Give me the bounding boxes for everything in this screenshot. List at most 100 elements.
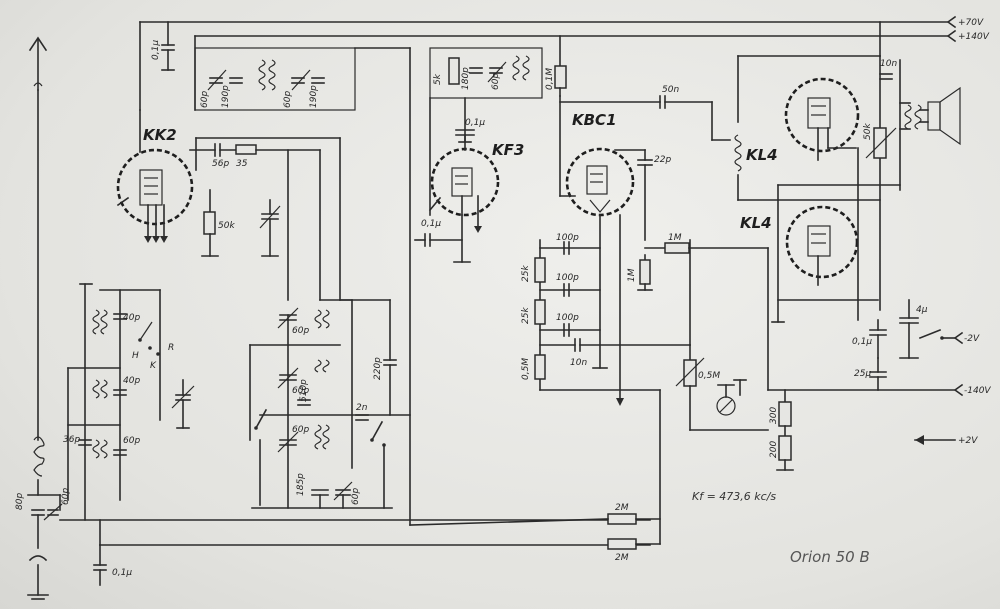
label-4u: 4µ	[916, 305, 928, 315]
pickup-socket	[716, 379, 747, 416]
label-35: 35	[236, 159, 248, 169]
label-05m: 0,5M	[521, 358, 531, 380]
label-60p-osc2: 60p	[292, 386, 309, 396]
loudspeaker-symbol	[919, 86, 961, 146]
tube-label-kk2: KK2	[143, 126, 177, 144]
label-60p-if2: 60p	[491, 73, 501, 90]
label-50n: 50n	[662, 85, 679, 95]
resistor-01m-plate	[554, 35, 567, 97]
antenna-symbol	[28, 36, 48, 441]
resistor-2m-pair	[409, 389, 661, 550]
capacitor-01u-top-left	[161, 21, 175, 71]
grid-leak-network	[637, 242, 769, 291]
capacitor-01u-bottom	[93, 544, 107, 586]
label-25u: 25µ	[854, 369, 871, 379]
label-510p: 510p	[299, 379, 309, 402]
if-frequency-note: Kf = 473,6 kc/s	[692, 490, 776, 503]
label-if1-60p-a: 60p	[200, 91, 210, 108]
label-kf3-grid-cap: 0,1µ	[421, 219, 441, 229]
output-stage-wiring	[711, 21, 901, 391]
if-transformer-1	[194, 47, 411, 526]
rail-label-plus70: +70V	[958, 18, 984, 28]
label-if1-190p-b: 190p	[309, 85, 319, 108]
trimmer-60p	[43, 494, 63, 521]
ground-symbol-antenna	[27, 555, 49, 600]
label-60p-ant: 60p	[123, 436, 140, 446]
wavechange-switch-hkr	[138, 321, 160, 356]
label-100p-1: 100p	[556, 233, 579, 243]
label-185p: 185p	[296, 473, 306, 496]
rail-arrow-minus140	[953, 383, 964, 397]
rail-arrow-plus140	[946, 29, 957, 43]
label-1m: 1M	[668, 233, 682, 243]
label-05m-pot: 0,5M	[698, 371, 720, 381]
rail-arrow-minus2	[953, 331, 964, 345]
label-01u-bottom: 0,1µ	[112, 568, 132, 578]
bias-divider	[776, 389, 794, 471]
label-5k: 5k	[433, 73, 443, 85]
capacitor-40p-2	[113, 389, 127, 396]
label-100p-3: 100p	[556, 313, 579, 323]
label-100p-2: 100p	[556, 273, 579, 283]
tube-kl4-bottom	[785, 205, 859, 286]
label-50k-osc: 50k	[218, 221, 235, 231]
kf3-grid-coupling	[414, 214, 471, 263]
capacitor-36p	[78, 439, 92, 446]
tube-kk2	[116, 109, 194, 243]
capacitor-22p	[614, 149, 653, 241]
label-80p: 80p	[15, 493, 25, 510]
variable-capacitor-ant	[171, 379, 195, 429]
label-22p: 22p	[654, 155, 671, 165]
label-200: 200	[769, 441, 779, 458]
detector-filter-network	[534, 214, 691, 406]
capacitor-4u	[899, 299, 956, 359]
label-if1-190p-a: 190p	[221, 85, 231, 108]
label-1m-grid: 1M	[627, 268, 637, 282]
label-180p: 180p	[461, 67, 471, 90]
rail-arrow-plus70	[946, 15, 957, 29]
label-36p: 36p	[63, 435, 80, 445]
bottom-bus	[59, 519, 651, 546]
label-60p-trim: 60p	[61, 488, 71, 505]
oscillator-network	[189, 137, 341, 301]
label-40p-1: 40p	[123, 313, 140, 323]
rail-label-plus140: +140V	[958, 32, 990, 42]
label-10n-det: 10n	[570, 358, 587, 368]
model-caption: Orion 50 B	[790, 548, 870, 566]
label-60p-osc3: 60p	[292, 425, 309, 435]
label-switch-h: H	[132, 351, 139, 361]
tube-kl4-top	[784, 77, 860, 161]
rail-label-minus2: -2V	[964, 334, 980, 344]
label-01m: 0,1M	[545, 68, 555, 90]
output-transformer	[899, 102, 922, 130]
label-25k-1: 25k	[521, 265, 531, 282]
capacitor-50n	[559, 95, 713, 141]
label-2m-1: 2M	[615, 503, 629, 513]
oscillator-coil-block	[249, 299, 411, 509]
label-60p-osc4: 60p	[351, 488, 361, 505]
label-50k-pot: 50k	[863, 123, 873, 140]
label-switch-r: R	[168, 343, 174, 353]
label-switch-k: K	[150, 361, 157, 371]
label-2m-2: 2M	[615, 553, 629, 563]
label-56p: 56p	[212, 159, 229, 169]
label-300: 300	[769, 407, 779, 424]
label-25k-2: 25k	[521, 307, 531, 324]
capacitor-01u-filament	[869, 319, 887, 359]
label-10n-out: 10n	[880, 59, 897, 69]
capacitor-10n-out	[879, 73, 893, 80]
rail-label-minus140: -140V	[964, 386, 991, 396]
label-220p: 220p	[373, 357, 383, 380]
tube-label-kf3: KF3	[492, 141, 524, 159]
tube-label-kl4-top: KL4	[746, 146, 778, 164]
label-60p-osc1: 60p	[292, 326, 309, 336]
label-plus2-arrow: +2V	[958, 436, 978, 446]
tone-potentiometer-50k	[865, 127, 897, 159]
plus2-arrow	[914, 435, 956, 445]
label-40p-2: 40p	[123, 376, 140, 386]
antenna-coil	[27, 436, 61, 496]
label-01u-top-left: 0,1µ	[151, 40, 161, 60]
capacitor-25u	[869, 357, 887, 391]
